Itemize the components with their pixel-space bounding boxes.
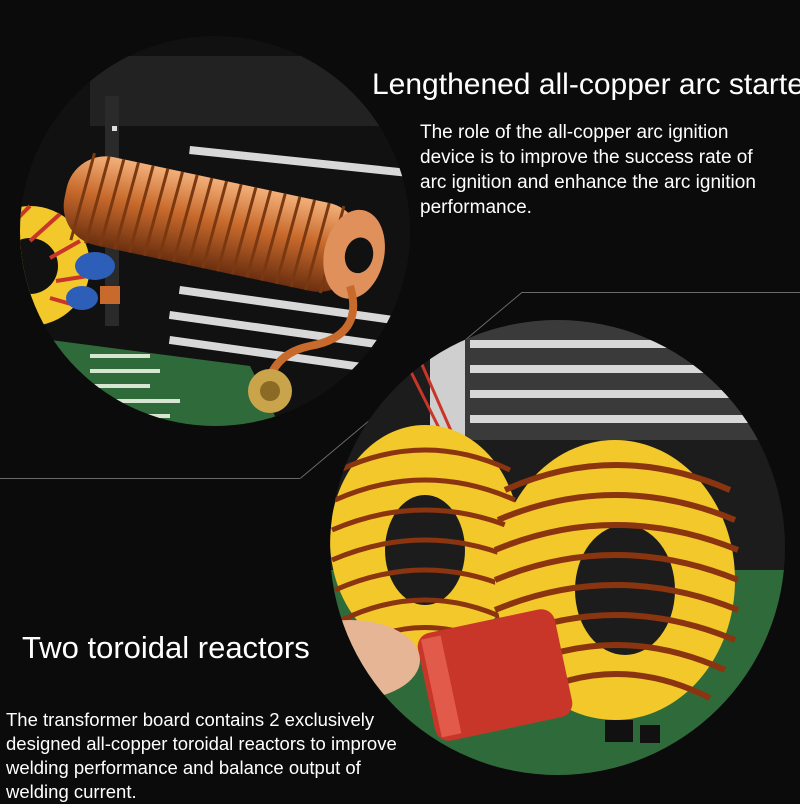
arc-starter-title: Lengthened all-copper arc starter xyxy=(372,68,800,101)
copper-coil-icon xyxy=(20,36,410,426)
toroidal-reactors-photo xyxy=(330,320,785,775)
toroidal-reactors-description: The transformer board contains 2 exclusi… xyxy=(6,709,397,802)
arc-starter-photo xyxy=(20,36,410,426)
divider-line-top xyxy=(0,478,300,479)
toroidal-reactors-title: Two toroidal reactors xyxy=(22,630,310,665)
arc-starter-description: The role of the all-copper arc ignition … xyxy=(420,122,756,218)
toroid-icon xyxy=(330,320,785,775)
divider-line-right xyxy=(522,292,800,293)
